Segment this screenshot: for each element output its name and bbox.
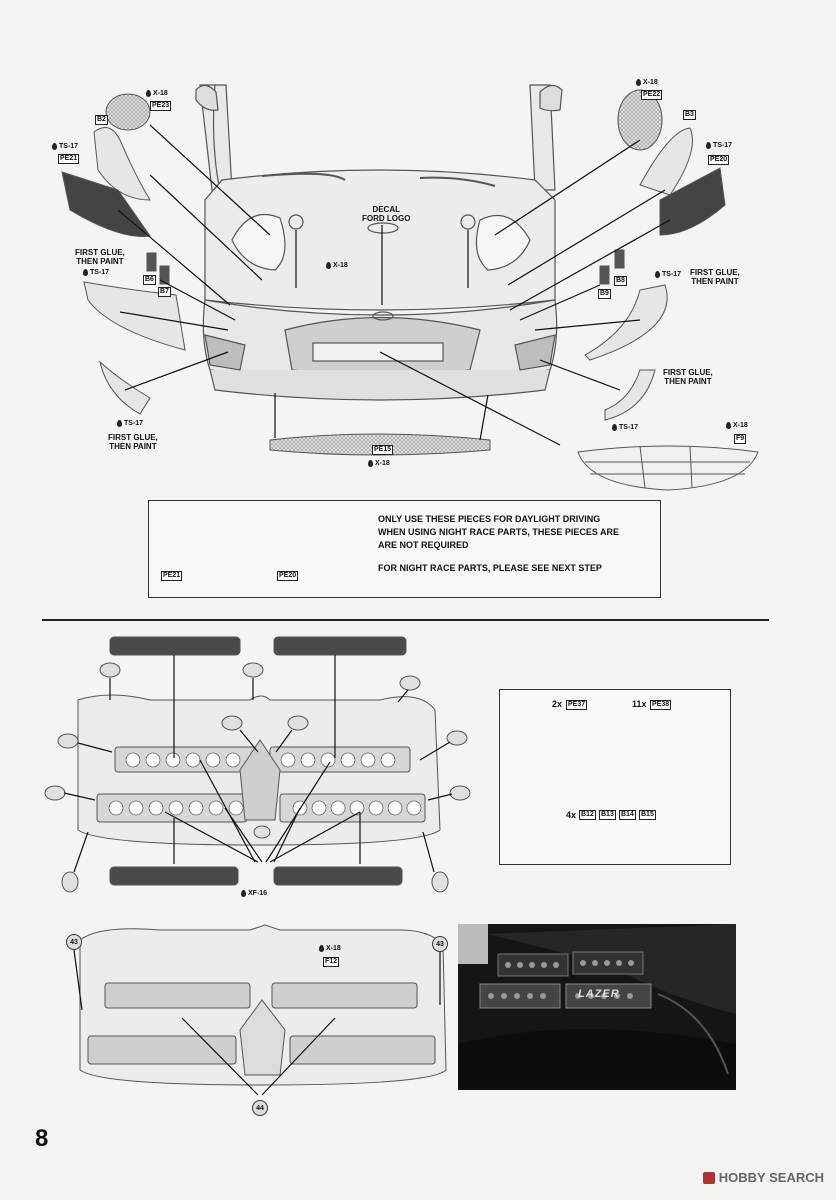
- led-lens: [360, 752, 376, 768]
- paint-x18-label: X-18: [368, 460, 390, 467]
- code-pe21: PE21: [161, 571, 183, 581]
- code-pe15: PE15: [372, 445, 394, 455]
- front-bumper-illustration: [61, 84, 759, 586]
- code-b6: B6: [143, 275, 156, 285]
- qty-4x-label: 4x: [566, 810, 577, 820]
- led-lens: [205, 752, 221, 768]
- led-lens: [208, 800, 224, 816]
- paint-ts17-label: TS-17: [706, 142, 732, 149]
- qty-11x-label: 11x: [632, 699, 647, 709]
- code-b2: B2: [95, 115, 108, 125]
- led-lens: [380, 752, 396, 768]
- step-number-43: 43: [66, 934, 82, 950]
- led-lens: [330, 800, 346, 816]
- led-lens: [280, 752, 296, 768]
- code-f9: F9: [734, 434, 747, 444]
- watermark: HOBBY SEARCH: [702, 1170, 824, 1185]
- section-divider: [42, 619, 769, 621]
- code-pe20: PE20: [277, 571, 299, 581]
- decal-ford-logo-label: DECAL FORD LOGO: [362, 205, 411, 223]
- paint-drop-icon: [241, 890, 246, 897]
- paint-drop-icon: [146, 90, 151, 97]
- code-b8: B8: [614, 276, 627, 286]
- first-glue-label: FIRST GLUE, THEN PAINT: [690, 268, 740, 286]
- led-lens: [320, 752, 336, 768]
- paint-ts17-label: TS-17: [52, 143, 78, 150]
- led-lens: [148, 800, 164, 816]
- code-b7: B7: [158, 287, 171, 297]
- led-lens: [349, 800, 365, 816]
- paint-drop-icon: [319, 945, 324, 952]
- paint-ts17-label: TS-17: [83, 269, 109, 276]
- led-lens: [292, 800, 308, 816]
- code-b12: B12: [579, 810, 596, 820]
- code-b13: B13: [599, 810, 616, 820]
- paint-drop-icon: [636, 79, 641, 86]
- small-parts-box: 2x PE37 11x PE38 4x B12 B13 B14 B15: [499, 689, 731, 865]
- led-lens: [368, 800, 384, 816]
- paint-ts17-label: TS-17: [655, 271, 681, 278]
- led-lens: [185, 752, 201, 768]
- code-pe21: PE21: [58, 154, 80, 164]
- step-number-44: 44: [252, 1100, 268, 1116]
- first-glue-label: FIRST GLUE, THEN PAINT: [663, 368, 713, 386]
- led-lens: [128, 800, 144, 816]
- watermark-logo-icon: [702, 1171, 715, 1184]
- paint-ts17-label: TS-17: [612, 424, 638, 431]
- page-number: 8: [35, 1125, 49, 1152]
- led-lens: [168, 800, 184, 816]
- led-lens: [228, 800, 244, 816]
- paint-drop-icon: [368, 460, 373, 467]
- led-lens: [108, 800, 124, 816]
- led-lens: [300, 752, 316, 768]
- code-b14: B14: [619, 810, 636, 820]
- code-pe23: PE23: [150, 101, 172, 111]
- led-lens: [125, 752, 141, 768]
- led-lens: [406, 800, 422, 816]
- paint-drop-icon: [612, 424, 617, 431]
- led-lens: [165, 752, 181, 768]
- reference-photo: LAZER: [458, 924, 736, 1090]
- warning-text-daylight: ONLY USE THESE PIECES FOR DAYLIGHT DRIVI…: [378, 514, 620, 550]
- paint-x18-label: X-18: [146, 90, 168, 97]
- led-lens: [311, 800, 327, 816]
- paint-x18-label: X-18: [636, 79, 658, 86]
- led-lens: [387, 800, 403, 816]
- code-b3: B3: [683, 110, 696, 120]
- paint-drop-icon: [326, 262, 331, 269]
- qty-2x-label: 2x: [552, 699, 563, 709]
- code-pe38: PE38: [650, 700, 672, 710]
- code-f12: F12: [323, 957, 340, 967]
- paint-drop-icon: [117, 420, 122, 427]
- code-b15: B15: [639, 810, 656, 820]
- watermark-text: HOBBY SEARCH: [718, 1170, 824, 1185]
- warning-text-night: FOR NIGHT RACE PARTS, PLEASE SEE NEXT ST…: [378, 563, 602, 573]
- step-number-43: 43: [432, 936, 448, 952]
- paint-ts17-label: TS-17: [117, 420, 143, 427]
- lazer-brand-text: LAZER: [578, 988, 620, 1000]
- paint-drop-icon: [52, 143, 57, 150]
- first-glue-label: FIRST GLUE, THEN PAINT: [108, 433, 158, 451]
- code-pe37: PE37: [566, 700, 588, 710]
- paint-x18-label: X-18: [726, 422, 748, 429]
- daylight-warning-box: PE21 PE20 ONLY USE THESE PIECES FOR DAYL…: [148, 500, 661, 598]
- paint-x18-label: X-18: [319, 945, 341, 952]
- code-pe20: PE20: [708, 155, 730, 165]
- paint-xf16-label: XF-16: [241, 890, 267, 897]
- paint-drop-icon: [706, 142, 711, 149]
- paint-drop-icon: [83, 269, 88, 276]
- paint-x18-label: X-18: [326, 262, 348, 269]
- code-pe22: PE22: [641, 90, 663, 100]
- led-lens: [145, 752, 161, 768]
- led-lens: [340, 752, 356, 768]
- paint-drop-icon: [726, 422, 731, 429]
- code-b9: B9: [598, 289, 611, 299]
- paint-drop-icon: [655, 271, 660, 278]
- led-lens: [188, 800, 204, 816]
- first-glue-label: FIRST GLUE, THEN PAINT: [75, 248, 125, 266]
- led-lens: [225, 752, 241, 768]
